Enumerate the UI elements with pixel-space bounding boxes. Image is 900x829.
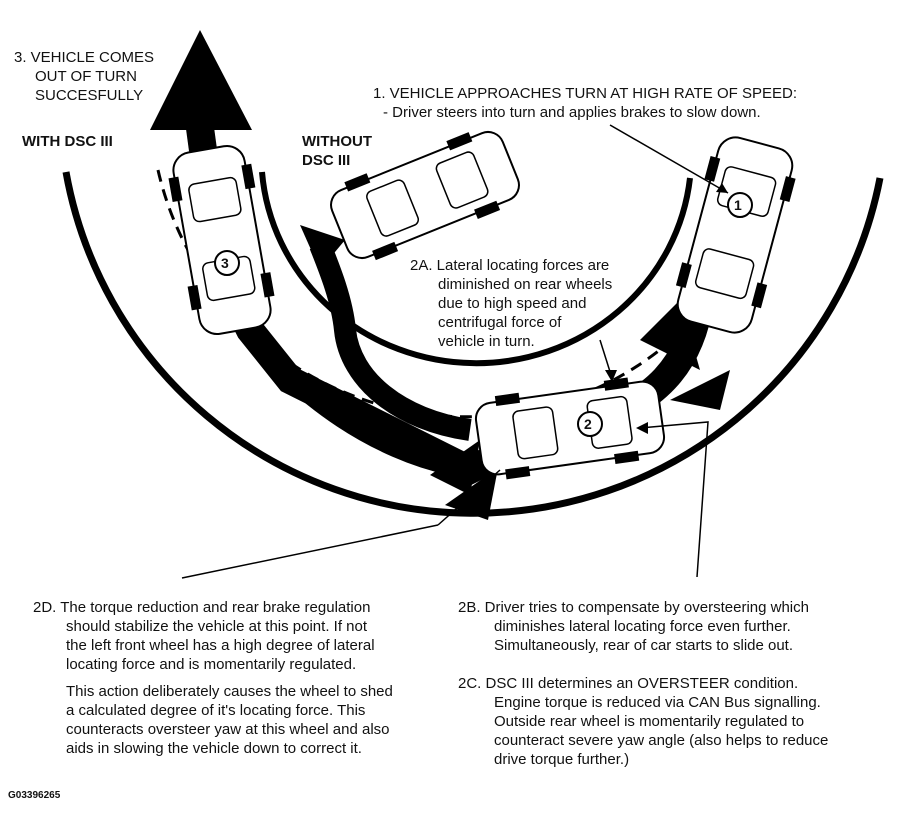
leader-step1 — [609, 124, 729, 194]
step2a-line-2: diminished on rear wheels — [438, 276, 613, 293]
step2c-line-3: Outside rear wheel is momentarily regula… — [494, 713, 805, 730]
leader-step2d — [181, 524, 439, 579]
skid-arrow — [241, 324, 453, 475]
without-dsc-arrow — [309, 240, 472, 441]
step3-line-3: SUCCESFULLY — [35, 87, 144, 104]
step2a-line-1: 2A. Lateral locating forces are — [410, 257, 610, 274]
step2c-line-1: 2C. DSC III determines an OVERSTEER cond… — [458, 675, 799, 692]
step2b-line-3: Simultaneously, rear of car starts to sl… — [494, 637, 794, 654]
step2d-line-7: counteracts oversteer yaw at this wheel … — [66, 721, 390, 738]
car-1 — [675, 136, 796, 334]
step2d-line-5: This action deliberately causes the whee… — [66, 683, 393, 700]
step2b-caption: 2B. Driver tries to compensate by overst… — [458, 598, 809, 655]
marker-1-circle — [727, 192, 753, 218]
step2d-line-4: locating force and is momentarily regula… — [66, 656, 357, 673]
step2a-line-5: vehicle in turn. — [438, 333, 535, 350]
leader-step2b — [639, 421, 709, 578]
with-dsc-arrowhead — [150, 30, 252, 130]
step2d-line-2: should stabilize the vehicle at this poi… — [66, 618, 368, 635]
car-2 — [474, 377, 666, 480]
incoming-arrowhead-b — [670, 370, 730, 410]
marker-2-label: 2 — [584, 416, 592, 432]
step2b-line-1: 2B. Driver tries to compensate by overst… — [458, 599, 809, 616]
step1-sub: - Driver steers into turn and applies br… — [383, 104, 761, 121]
step2a-line-4: centrifugal force of — [438, 314, 562, 331]
step3-caption: 3. VEHICLE COMES OUT OF TURN SUCCESFULLY — [14, 48, 154, 105]
marker-2-circle — [577, 411, 603, 437]
step2c-caption: 2C. DSC III determines an OVERSTEER cond… — [458, 674, 828, 769]
step2c-line-2: Engine torque is reduced via CAN Bus sig… — [494, 694, 821, 711]
inner-road-edge — [259, 171, 693, 367]
leader-step2a-head — [605, 370, 617, 382]
step3-line-1: 3. VEHICLE COMES — [14, 49, 155, 66]
step3-line-2: OUT OF TURN — [35, 68, 137, 85]
with-dsc-label: WITH DSC III — [22, 133, 113, 150]
step2d-line-1: 2D. The torque reduction and rear brake … — [33, 599, 371, 616]
without-dsc-line-2: DSC III — [302, 152, 351, 169]
marker-1-label: 1 — [734, 197, 742, 213]
marker-3-label: 3 — [221, 255, 229, 271]
leader-step2d-b — [437, 469, 501, 526]
step2a-line-3: due to high speed and — [438, 295, 587, 312]
marker-3-circle — [214, 250, 240, 276]
step1-title: 1. VEHICLE APPROACHES TURN AT HIGH RATE … — [373, 85, 797, 102]
step2d-caption: 2D. The torque reduction and rear brake … — [33, 598, 393, 758]
figure-id: G03396265 — [8, 790, 61, 801]
car-without-dsc — [330, 130, 520, 261]
without-dsc-line-1: WITHOUT — [302, 133, 372, 150]
step2d-line-6: a calculated degree of it's locating for… — [66, 702, 366, 719]
step2d-line-3: the left front wheel has a high degree o… — [66, 637, 375, 654]
leader-step2b-head — [636, 422, 648, 434]
car-3 — [168, 144, 275, 336]
step2d-line-8: aids in slowing the vehicle down to corr… — [66, 740, 362, 757]
step2c-line-5: drive torque further.) — [494, 751, 630, 768]
step2b-line-2: diminishes lateral locating force even f… — [494, 618, 791, 635]
without-dsc-arrowhead — [300, 225, 345, 270]
skid-arrowhead — [430, 440, 480, 495]
step2c-line-4: counteract severe yaw angle (also helps … — [494, 732, 829, 749]
step1-caption: 1. VEHICLE APPROACHES TURN AT HIGH RATE … — [373, 84, 797, 122]
step2a-caption: 2A. Lateral locating forces are diminish… — [410, 256, 612, 351]
leader-step1-head — [716, 183, 728, 193]
without-dsc-label: WITHOUT DSC III — [302, 132, 372, 170]
